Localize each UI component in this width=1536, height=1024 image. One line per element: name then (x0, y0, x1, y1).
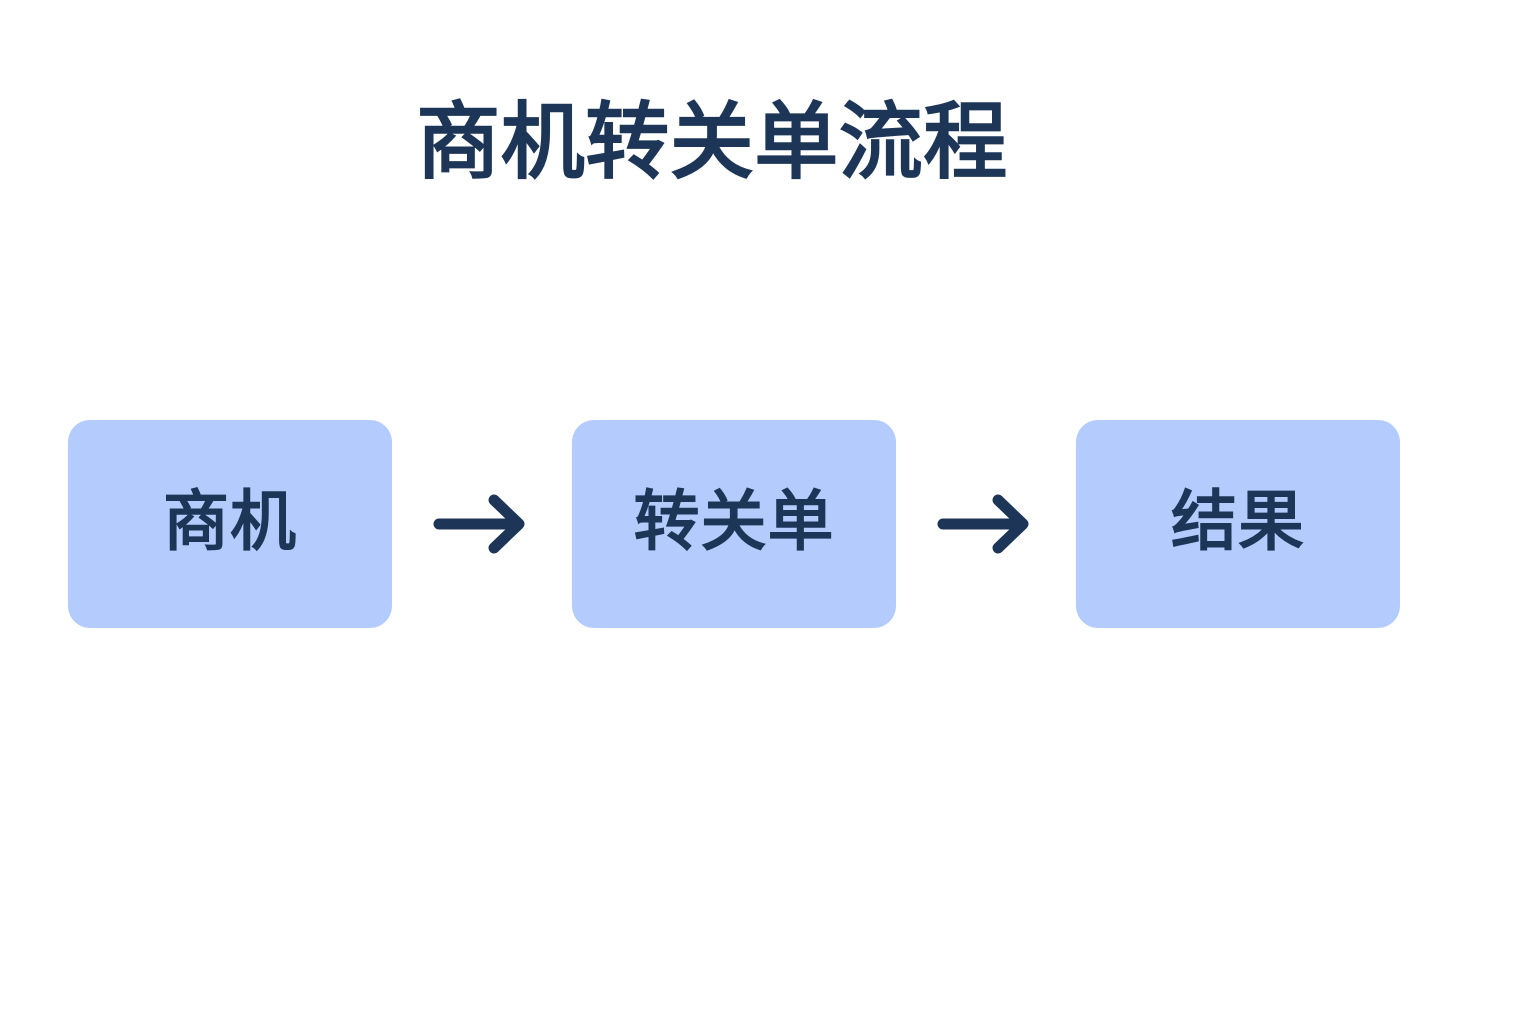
arrow-right-icon (932, 489, 1040, 559)
flow-node-2[interactable]: 转关单 (572, 420, 896, 628)
flow-node-2-label: 转关单 (633, 483, 835, 560)
page-title: 商机转关单流程 (416, 93, 1008, 191)
flow-node-1-label: 商机 (163, 483, 297, 560)
flow-chart: 商机 转关单 结果 (68, 420, 1400, 628)
flow-node-1[interactable]: 商机 (68, 420, 392, 628)
flow-node-3[interactable]: 结果 (1076, 420, 1400, 628)
arrow-right-icon (428, 489, 536, 559)
flow-node-3-label: 结果 (1171, 483, 1305, 560)
